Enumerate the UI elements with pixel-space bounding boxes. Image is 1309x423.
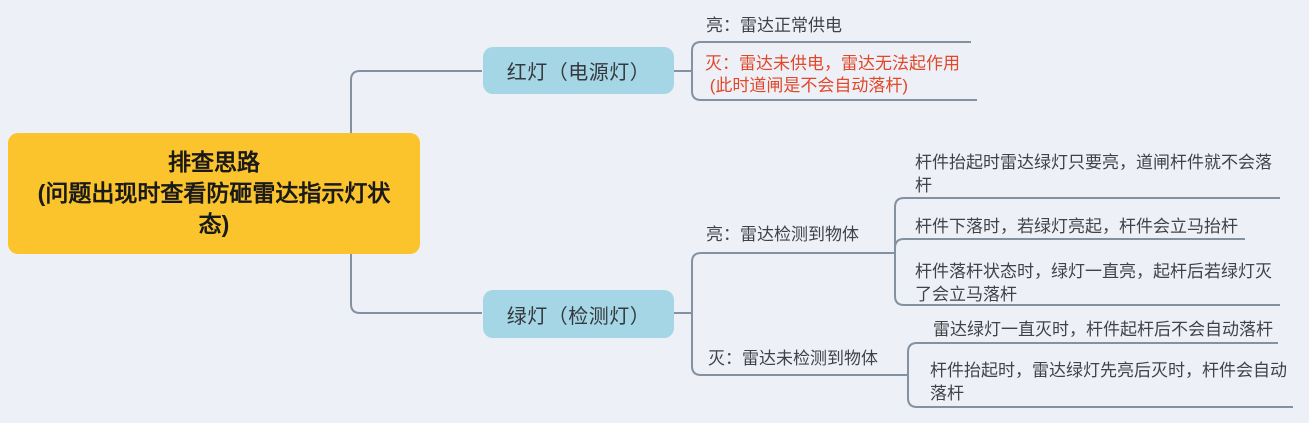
connector-root-to-green-light [350,254,482,314]
topic-green-light-on[interactable]: 亮：雷达检测到物体 [706,225,859,244]
topic-bar-down-green-lit-note[interactable]: 杆件落杆状态时，绿灯一直亮，起杆后若绿灯灭 了会立马落杆 [915,262,1272,304]
connector-note-c-underline [894,253,1280,306]
connector-root-to-red-light [350,70,482,133]
connector-note-a-underline [894,197,1280,253]
topic-root[interactable]: 排查思路 (问题出现时查看防砸雷达指示灯状 态) [8,133,420,254]
topic-green-light[interactable]: 绿灯（检测灯） [483,290,674,338]
topic-green-light-off[interactable]: 灭：雷达未检测到物体 [708,349,878,368]
connector-green-off-underline [691,313,908,376]
topic-green-lit-then-off-note[interactable]: 杆件抬起时，雷达绿灯先亮后灭时，杆件会自动 落杆 [930,361,1287,403]
connector-red-off-underline [691,71,977,101]
connector-note-d-underline [907,342,1278,375]
topic-red-light[interactable]: 红灯（电源灯） [483,47,674,94]
connector-red-on-underline [691,41,971,71]
connector-green-on-underline [691,252,895,313]
topic-bar-falling-green-lit-note[interactable]: 杆件下落时，若绿灯亮起，杆件会立马抬杆 [915,217,1238,236]
topic-red-light-off[interactable]: 灭：雷达未供电，雷达无法起作用 (此时道闸是不会自动落杆) [705,54,960,95]
topic-bar-raised-green-lit-note[interactable]: 杆件抬起时雷达绿灯只要亮，道闸杆件就不会落 杆 [915,153,1272,195]
topic-green-always-off-note[interactable]: 雷达绿灯一直灭时，杆件起杆后不会自动落杆 [933,320,1273,339]
connector-note-b-underline [894,238,1245,253]
connector-note-e-underline [907,375,1293,408]
topic-red-light-on[interactable]: 亮：雷达正常供电 [706,16,842,35]
